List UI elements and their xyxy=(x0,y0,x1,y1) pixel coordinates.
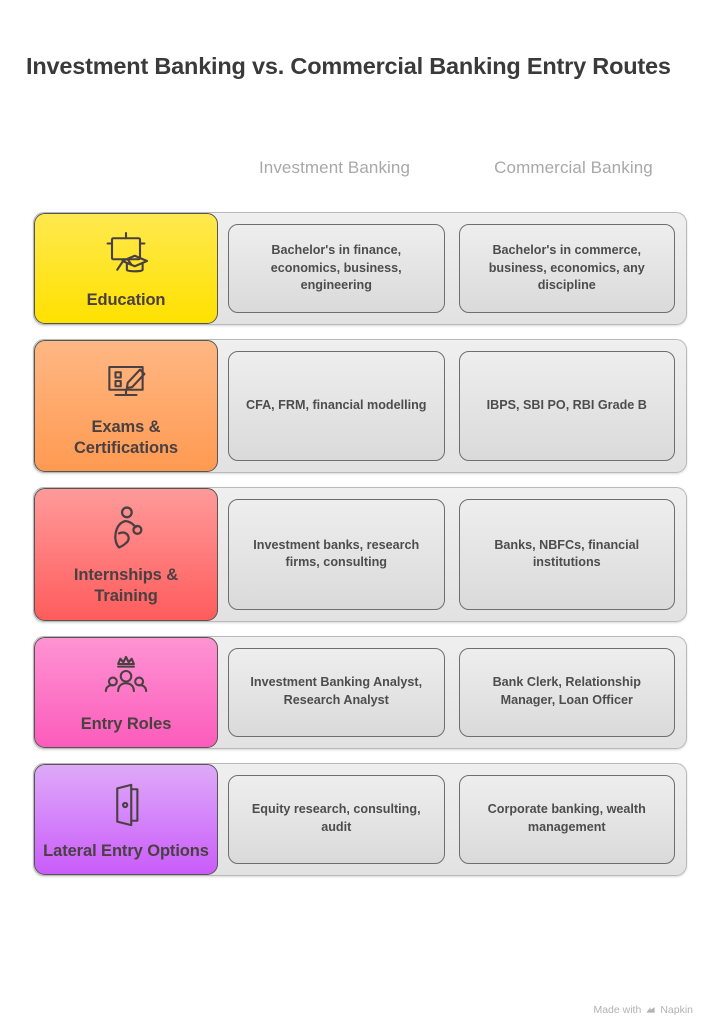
row-label-entry-roles[interactable]: Entry Roles xyxy=(34,636,218,748)
cell-commercial-banking: Bank Clerk, Relationship Manager, Loan O… xyxy=(458,647,675,737)
cell-commercial-banking: IBPS, SBI PO, RBI Grade B xyxy=(458,351,675,462)
column-headers: Investment Banking Commercial Banking xyxy=(222,158,686,178)
watermark-brand: Napkin xyxy=(660,1004,693,1016)
table-row: Internships & Training Investment banks,… xyxy=(33,487,687,622)
row-label-text: Lateral Entry Options xyxy=(43,841,209,860)
column-header-investment-banking: Investment Banking xyxy=(258,158,411,177)
cell-commercial-banking: Banks, NBFCs, financial institutions xyxy=(458,499,675,610)
open-door-icon xyxy=(98,777,154,833)
row-cells: Bachelor's in finance, economics, busine… xyxy=(218,213,686,324)
row-label-text: Entry Roles xyxy=(80,714,172,733)
cell-investment-banking: Bachelor's in finance, economics, busine… xyxy=(228,224,445,314)
page-title: Investment Banking vs. Commercial Bankin… xyxy=(26,53,671,79)
crown-team-people-icon xyxy=(98,650,154,706)
row-label-text: Internships & Training xyxy=(73,566,179,606)
cell-commercial-banking: Bachelor's in commerce, business, econom… xyxy=(458,224,675,314)
row-cells: CFA, FRM, financial modelling IBPS, SBI … xyxy=(218,340,686,472)
watermark-text: Made with xyxy=(593,1004,642,1016)
table-row: Exams & Certifications CFA, FRM, financi… xyxy=(33,339,687,474)
row-cells: Equity research, consulting, audit Corpo… xyxy=(218,764,686,875)
comparison-rows: Education Bachelor's in finance, economi… xyxy=(33,212,687,890)
column-header-commercial-banking: Commercial Banking xyxy=(494,158,653,177)
watermark: Made with Napkin xyxy=(593,1004,693,1016)
table-row: Lateral Entry Options Equity research, c… xyxy=(33,762,687,876)
row-cells: Investment Banking Analyst, Research Ana… xyxy=(218,637,686,748)
table-row: Education Bachelor's in finance, economi… xyxy=(33,212,687,326)
row-label-lateral-entry-options[interactable]: Lateral Entry Options xyxy=(34,763,218,875)
cell-investment-banking: Investment banks, research firms, consul… xyxy=(228,499,445,610)
cell-investment-banking: Investment Banking Analyst, Research Ana… xyxy=(228,647,445,737)
napkin-logo-icon xyxy=(645,1005,656,1016)
row-label-text: Education xyxy=(86,291,166,309)
row-cells: Investment banks, research firms, consul… xyxy=(218,488,686,620)
running-person-icon xyxy=(98,501,154,557)
cell-commercial-banking: Corporate banking, wealth management xyxy=(458,774,675,864)
row-label-exams-certifications[interactable]: Exams & Certifications xyxy=(34,340,218,473)
monitor-checklist-pencil-icon xyxy=(98,353,154,409)
row-label-education[interactable]: Education xyxy=(34,213,218,325)
table-row: Entry Roles Investment Banking Analyst, … xyxy=(33,635,687,749)
row-label-text: Exams & Certifications xyxy=(73,418,179,458)
cell-investment-banking: CFA, FRM, financial modelling xyxy=(228,351,445,462)
row-label-internships-training[interactable]: Internships & Training xyxy=(34,488,218,621)
cell-investment-banking: Equity research, consulting, audit xyxy=(228,774,445,864)
presentation-board-graduation-cap-icon xyxy=(98,226,154,282)
